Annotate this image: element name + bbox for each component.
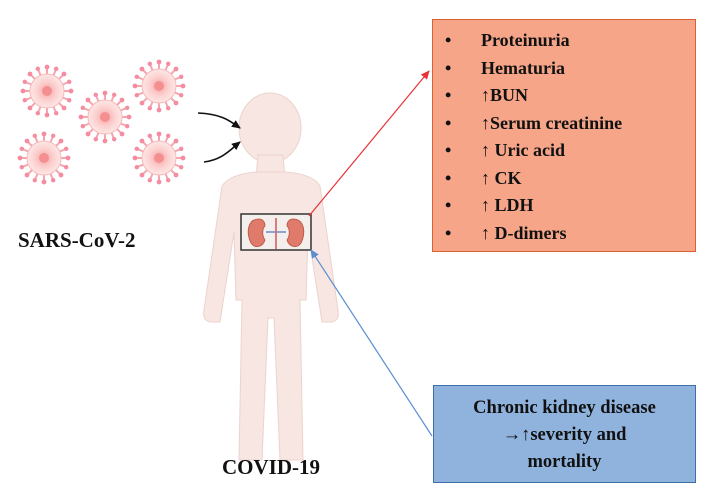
- ckd-risk-box: Chronic kidney disease →↑severity and mo…: [433, 385, 696, 483]
- virus-entry-arrow: [197, 112, 241, 129]
- virus-particle-icon: [77, 89, 133, 145]
- marker-item: • ↑ CK: [433, 165, 695, 193]
- marker-text: ↑ D-dimers: [481, 222, 567, 243]
- marker-item: • ↑BUN: [433, 82, 695, 110]
- marker-item: • ↑Serum creatinine: [433, 110, 695, 138]
- marker-text: ↑Serum creatinine: [481, 112, 623, 133]
- markers-list: • Proteinuria • Hematuria • ↑BUN • ↑Serum cr…: [433, 20, 695, 247]
- marker-text: ↑BUN: [481, 85, 529, 105]
- kidney-markers-arrow: [308, 70, 430, 217]
- virus-particle-icon: [131, 130, 187, 186]
- marker-item: • Hematuria: [433, 55, 695, 83]
- bullet-icon: •: [445, 57, 452, 78]
- bullet-icon: •: [445, 167, 452, 188]
- marker-item: • ↑ Uric acid: [433, 137, 695, 165]
- virus-particle-icon: [16, 130, 72, 186]
- human-body-icon: [203, 92, 339, 461]
- ckd-line: mortality: [527, 452, 602, 472]
- marker-item: • ↑ LDH: [433, 192, 695, 220]
- ckd-arrow: [310, 249, 433, 437]
- marker-item: • Proteinuria: [433, 27, 695, 55]
- kidney-markers-box: • Proteinuria • Hematuria • ↑BUN • ↑Serum cr…: [432, 19, 696, 252]
- ckd-line: →↑severity and: [502, 425, 627, 445]
- marker-item: • ↑ D-dimers: [433, 220, 695, 248]
- patient-label: COVID-19: [222, 455, 320, 479]
- marker-text: Hematuria: [481, 57, 565, 78]
- marker-text: ↑ CK: [481, 167, 522, 188]
- kidney-inset: [240, 213, 312, 251]
- bullet-icon: •: [445, 30, 452, 50]
- bullet-icon: •: [445, 140, 452, 160]
- ckd-line: Chronic kidney disease: [473, 398, 656, 418]
- virus-label: SARS-CoV-2: [18, 228, 136, 252]
- marker-text: ↑ LDH: [481, 195, 534, 215]
- marker-text: Proteinuria: [481, 30, 570, 50]
- bullet-icon: •: [445, 195, 452, 215]
- virus-entry-arrow: [203, 141, 241, 163]
- marker-text: ↑ Uric acid: [481, 140, 565, 160]
- virus-particle-icon: [131, 58, 187, 114]
- bullet-icon: •: [445, 222, 452, 243]
- bullet-icon: •: [445, 85, 452, 105]
- virus-particle-icon: [19, 63, 75, 119]
- bullet-icon: •: [445, 112, 452, 133]
